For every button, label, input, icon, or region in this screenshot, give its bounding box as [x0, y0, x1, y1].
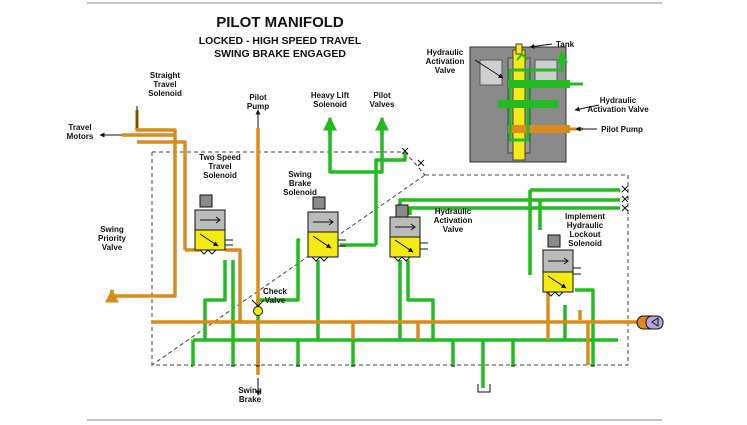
label-line: Straight — [150, 71, 181, 80]
check-valve — [251, 299, 265, 316]
label-line: Two Speed — [199, 153, 241, 162]
label-line: Heavy Lift — [311, 91, 350, 100]
label-line: Travel — [68, 123, 91, 132]
label-line: Solenoid — [568, 239, 602, 248]
implement-lockout-solenoid-valve — [542, 234, 581, 297]
hydraulic-activation-solenoid-valve — [389, 204, 428, 262]
line-end-markers — [191, 365, 595, 393]
diagram-subtitle-1: LOCKED - HIGH SPEED TRAVEL — [199, 35, 362, 47]
label-line: Swing — [238, 386, 262, 395]
activated-oil-lines — [191, 116, 620, 388]
diagram-title: PILOT MANIFOLD — [216, 14, 344, 31]
label-line: Hydraulic — [567, 221, 604, 230]
hydraulic-activation-valve-inset — [469, 43, 583, 163]
two-speed-travel-solenoid-valve — [194, 194, 233, 255]
label-line: Pilot — [373, 91, 391, 100]
inset-label-arrows — [474, 43, 600, 132]
label-line: Hydraulic — [435, 207, 472, 216]
label-line: Activation Valve — [587, 105, 649, 114]
label-line: Motors — [67, 132, 94, 141]
label-line: Travel — [153, 80, 176, 89]
label-line: Solenoid — [203, 171, 237, 180]
label-line: Pump — [247, 102, 269, 111]
line-stops — [401, 147, 629, 212]
label-line: Check — [263, 287, 288, 296]
label-line: Valve — [265, 296, 286, 305]
label-line: Valve — [435, 66, 456, 75]
label-line: Lockout — [569, 230, 600, 239]
label-line: Solenoid — [313, 100, 347, 109]
label-line: Implement — [565, 212, 605, 221]
label-line: Brake — [239, 395, 262, 404]
label-arrows — [99, 106, 261, 396]
label-line: Pilot Pump — [601, 125, 643, 134]
label-line: Tank — [556, 40, 575, 49]
label-line: Pilot — [249, 93, 267, 102]
label-line: Brake — [289, 179, 312, 188]
label-line: Travel — [208, 162, 231, 171]
inset-pilot-pump-label: Pilot Pump — [601, 125, 643, 134]
label-line: Swing — [100, 225, 124, 234]
label-line: Valve — [443, 225, 464, 234]
manifold-boundary — [150, 151, 629, 366]
label-line: Hydraulic — [600, 96, 637, 105]
inset-tank-label: Tank — [556, 40, 575, 49]
label-line: Hydraulic — [427, 48, 464, 57]
label-line: Swing — [288, 170, 312, 179]
label-line: Activation — [434, 216, 473, 225]
swing-brake-solenoid-valve — [307, 196, 346, 262]
label-line: Activation — [426, 57, 465, 66]
label-line: Valves — [370, 100, 395, 109]
accumulator — [636, 315, 664, 330]
label-line: Priority — [98, 234, 127, 243]
label-line: Solenoid — [283, 188, 317, 197]
label-line: Valve — [102, 243, 123, 252]
diagram-subtitle-2: SWING BRAKE ENGAGED — [214, 48, 346, 60]
label-line: Solenoid — [148, 89, 182, 98]
